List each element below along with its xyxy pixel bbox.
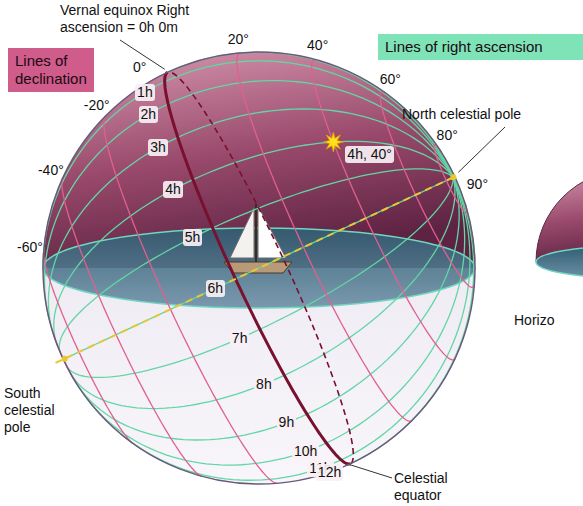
right-ascension-line [70,177,455,408]
sail [258,206,286,258]
declination-label: 60° [378,71,403,88]
declination-label: -20° [82,97,112,114]
box-title: Lines of right ascension [385,38,576,56]
leaders [52,40,505,478]
hour-label: 8h [254,376,274,393]
declination-label: 0° [131,59,148,76]
sailboat [224,204,292,273]
declination-label: 80° [435,127,460,144]
declination-line [53,334,76,383]
callout-text: Vernal equinox Right ascension = 0h 0m [60,2,225,36]
box-title: Lines of declination [15,52,87,88]
right-ascension-line [120,177,470,480]
hour-label: 7h [230,330,250,347]
leader-line [458,127,505,172]
pole-label: North celestial pole [400,106,523,123]
hour-label: 3h [148,139,168,156]
equator-label: Celestial equator [394,470,466,504]
pole-dot [450,174,456,180]
hour-label: 6h [206,280,226,297]
leader-line [350,465,392,478]
mast [255,204,257,262]
hour-label: 10h [292,443,319,460]
hour-label: 2h [139,106,159,123]
declination-label: -60° [15,239,45,256]
hour-label: 4h [163,181,183,198]
right-ascension-line [76,177,459,440]
declination-label: -40° [36,162,66,179]
celestial-equator [165,72,351,464]
pole-label: South celestial pole [4,385,68,435]
declination-label: 90° [465,176,490,193]
second-sphere [536,170,583,278]
right-ascension-line [48,109,453,335]
hour-label: 1h [135,84,155,101]
legend-box: Lines of declination [8,48,94,92]
horizon-disc [536,246,583,278]
declination-label: 20° [226,31,251,48]
star-label: 4h, 40° [345,146,394,163]
horizon-label: Horizo [512,312,556,329]
declination-line [44,253,133,443]
pole-dot [62,356,68,362]
hour-label: 9h [277,414,297,431]
hour-label: 12h [316,464,343,481]
celestial-equator-hidden [168,72,353,463]
declination-label: 40° [305,37,330,54]
celestial-axis [52,177,453,364]
hull [224,262,292,273]
legend-box: Lines of right ascension [378,34,583,60]
star-marker [323,132,343,152]
declination-line [237,53,412,421]
hour-label: 5h [183,229,203,246]
